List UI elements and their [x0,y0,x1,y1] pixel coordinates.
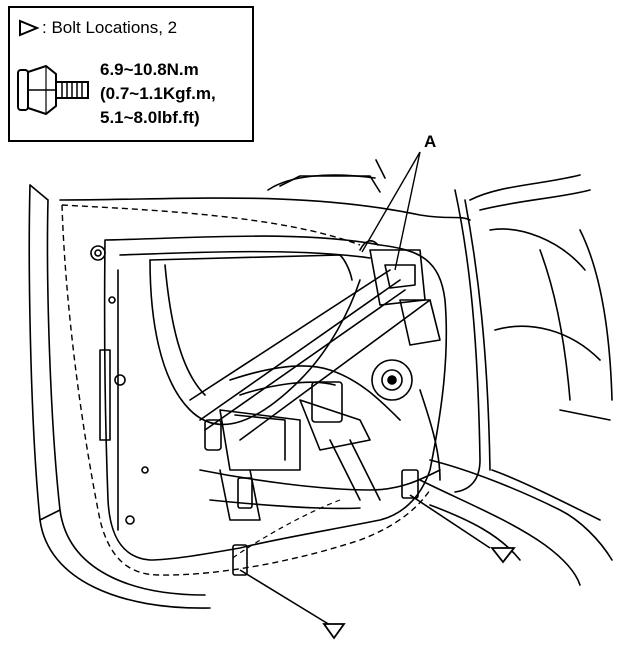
upper-opening [149,259,361,426]
inner-panel [103,235,448,561]
door-inner-edge [46,199,206,596]
legend-box: : Bolt Locations, 2 6.9~10.8N.m (0.7~1.1… [8,6,254,142]
legend-title-text: : Bolt Locations, 2 [42,18,178,37]
regulator-arm [229,365,401,421]
bolt-leader-right [409,494,491,549]
torque-kgfm: (0.7~1.1Kgf.m, [100,84,216,103]
rear-frame [454,189,481,493]
hex-flange-bolt-icon [17,64,89,116]
door-outer-edge [28,184,211,609]
bolt-location-triangle-icon [19,19,40,37]
window-guide-rail [199,279,401,421]
torque-lbfft: 5.1~8.0lbf.ft) [100,108,200,127]
callout-label-a: A [424,132,437,151]
door-top-frame [59,197,471,221]
torque-spec: 6.9~10.8N.m (0.7~1.1Kgf.m, 5.1~8.0lbf.ft… [100,58,216,130]
callout-a-leader [361,151,421,253]
regulator-motor [371,359,413,401]
legend-title: : Bolt Locations, 2 [18,18,177,38]
bolt-marker-triangle-icon-1 [322,623,346,640]
torque-nm: 6.9~10.8N.m [100,60,199,79]
bolt-marker-triangle-icon-2 [490,547,516,564]
trim-outline-dashed [61,204,431,576]
vehicle-body [489,228,586,271]
lower-panel [199,469,441,491]
regulator-bracket [311,381,343,423]
bolt-leader-lower-left [239,569,331,626]
